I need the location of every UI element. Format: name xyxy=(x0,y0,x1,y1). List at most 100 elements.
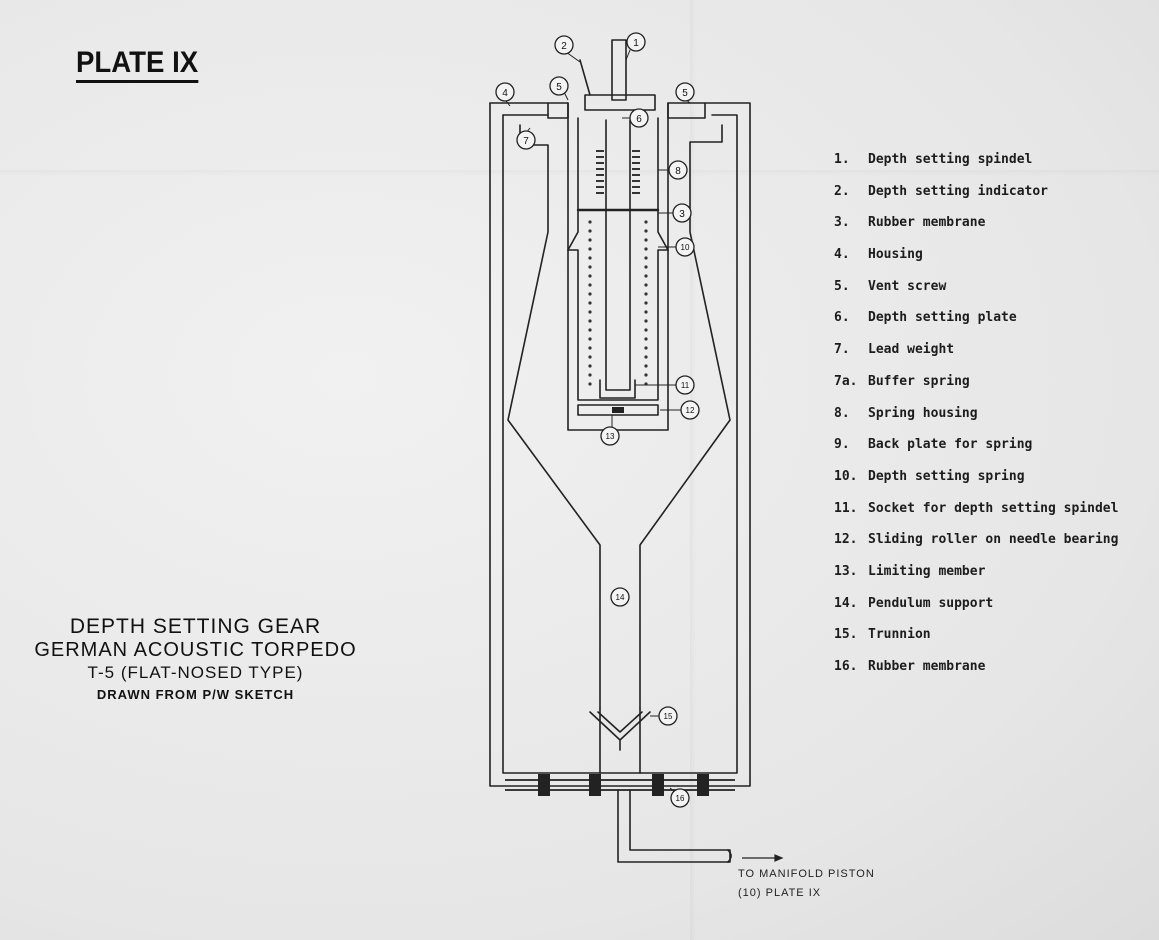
buffer-spring-coil xyxy=(596,156,604,158)
spring-coil-dot xyxy=(588,355,592,359)
spring-coil-dot xyxy=(588,292,592,296)
spring-coil-dot xyxy=(644,256,648,260)
spring-coil-dot xyxy=(588,301,592,305)
callout-16: 16 xyxy=(676,794,685,803)
plate-title: PLATE IX xyxy=(76,46,199,83)
spring-coil-dot xyxy=(644,229,648,233)
legend-label: Rubber membrane xyxy=(868,215,986,231)
spring-coil-dot xyxy=(588,265,592,269)
spring-coil-dot xyxy=(644,346,648,350)
legend-item: 13.Limiting member xyxy=(834,562,1118,594)
legend-item: 14. Pendulum support xyxy=(834,594,1118,626)
callout-4: 4 xyxy=(502,88,508,99)
callout-3: 3 xyxy=(679,209,685,220)
roller xyxy=(612,407,624,413)
callout-15: 15 xyxy=(664,712,673,721)
legend-number: 10. xyxy=(834,468,858,484)
manifold-note-line-2: (10) PLATE IX xyxy=(738,887,822,899)
legend-label: Sliding roller on needle bearing xyxy=(868,532,1119,548)
socket xyxy=(599,379,636,399)
callout-1: 1 xyxy=(633,38,639,49)
spring-coil-dot xyxy=(644,328,648,332)
legend-label: Housing xyxy=(868,247,923,263)
callout-7: 7 xyxy=(523,136,529,147)
legend-label: Buffer spring xyxy=(868,373,970,389)
buffer-spring-coil xyxy=(632,156,640,158)
plate-left xyxy=(547,102,569,119)
callout-10: 10 xyxy=(681,243,690,252)
housing-outer xyxy=(489,102,751,787)
legend-label: Socket for depth setting spindel xyxy=(868,500,1119,516)
flange-3 xyxy=(652,774,664,796)
manifold-note-line-1: TO MANIFOLD PISTON xyxy=(738,868,875,880)
buffer-spring-coil xyxy=(632,150,640,152)
spring-housing xyxy=(567,102,669,431)
flange-2 xyxy=(589,774,601,796)
spring-coil-dot xyxy=(644,310,648,314)
legend-number: 14. xyxy=(834,595,858,611)
buffer-spring-coil xyxy=(632,162,640,164)
callout-5a: 5 xyxy=(556,82,562,93)
legend-label: Rubber membrane xyxy=(868,659,986,674)
flange-1 xyxy=(538,774,550,796)
buffer-spring-coil xyxy=(632,180,640,182)
spring-coil-dot xyxy=(588,274,592,278)
legend-label: Back plate for spring xyxy=(868,437,1033,453)
legend-item: 6.Depth setting plate xyxy=(834,308,1118,340)
legend-label: Lead weight xyxy=(868,342,955,358)
legend-label: Depth setting plate xyxy=(868,310,1017,326)
callout-5b: 5 xyxy=(682,88,688,99)
spring-coil-dot xyxy=(588,346,592,350)
buffer-spring-coil xyxy=(596,186,604,188)
legend-number: 12. xyxy=(834,532,858,548)
parts-legend: 1.Depth setting spindel 2.Depth setting … xyxy=(834,150,1118,689)
callout-8: 8 xyxy=(675,166,681,177)
spring-coil-dot xyxy=(588,310,592,314)
legend-number: 1. xyxy=(834,152,850,167)
spring-coil-dot xyxy=(588,319,592,323)
legend-item: 10. Depth setting spring xyxy=(834,467,1118,499)
buffer-spring-coil xyxy=(596,192,604,194)
buffer-spring-coil xyxy=(596,174,604,176)
buffer-spring-coil xyxy=(596,150,604,152)
spindle-top-plate xyxy=(584,94,656,111)
buffer-spring-coil xyxy=(632,174,640,176)
legend-number: 2. xyxy=(834,183,850,199)
caption-line-2: GERMAN ACOUSTIC TORPEDO xyxy=(34,639,357,661)
spring-coil-dot xyxy=(588,283,592,287)
callout-2: 2 xyxy=(561,41,567,52)
spring-coil-dot xyxy=(588,337,592,341)
spring-coil-dot xyxy=(588,328,592,332)
spindle-top xyxy=(611,39,627,101)
spring-coil-dot xyxy=(588,247,592,251)
manifold-arrow-icon xyxy=(742,854,784,862)
spring-coil-dot xyxy=(644,355,648,359)
legend-label: Pendulum support xyxy=(868,595,994,611)
spindle-shaft xyxy=(605,119,631,391)
legend-label: Depth setting spring xyxy=(868,468,1025,484)
legend-item: 2.Depth setting indicator xyxy=(834,182,1118,214)
legend-item: 8.Spring housing xyxy=(834,404,1118,436)
legend-label: Trunnion xyxy=(868,627,931,643)
callout-circles xyxy=(495,32,700,808)
legend-item: 11.Socket for depth setting spindel xyxy=(834,499,1118,531)
callout-13: 13 xyxy=(606,432,615,441)
caption-line-4: DRAWN FROM P/W SKETCH xyxy=(96,687,295,702)
funnel-left-wall xyxy=(507,124,601,709)
housing-inner xyxy=(502,114,738,774)
legend-number: 13. xyxy=(834,563,858,579)
spring-coil-dot xyxy=(644,337,648,341)
spring-coil-dot xyxy=(644,301,648,305)
housing-top-left xyxy=(489,102,549,116)
spring-coil-dot xyxy=(644,373,648,377)
spring-coil-dot xyxy=(644,292,648,296)
spring-coil-dot xyxy=(644,265,648,269)
legend-number: 7. xyxy=(834,342,850,358)
callout-numbers: 1 2 4 5 5 6 7 8 3 10 11 12 13 14 15 16 xyxy=(502,38,695,803)
callout-6: 6 xyxy=(636,114,642,125)
spring-coil-dot xyxy=(588,229,592,233)
legend-item: 7. Lead weight xyxy=(834,340,1118,372)
bottom-pipe xyxy=(617,789,731,863)
